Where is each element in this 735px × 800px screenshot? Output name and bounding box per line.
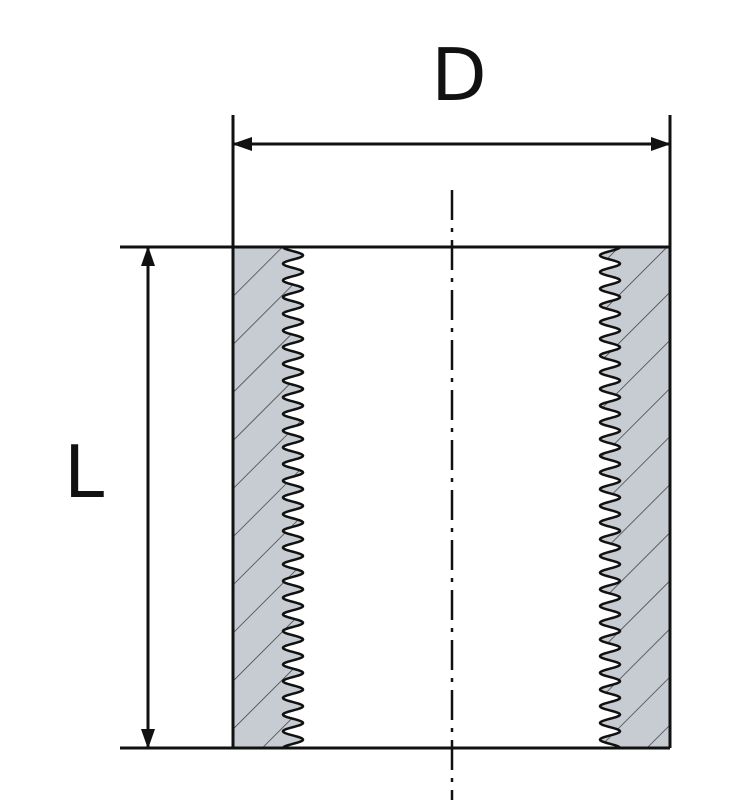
right-internal-thread bbox=[598, 246, 622, 749]
length-label: L bbox=[64, 430, 104, 514]
left-wall-hatching bbox=[233, 247, 303, 748]
right-wall-hatching bbox=[600, 247, 670, 748]
left-internal-thread bbox=[281, 246, 305, 749]
diameter-label: D bbox=[431, 33, 486, 117]
